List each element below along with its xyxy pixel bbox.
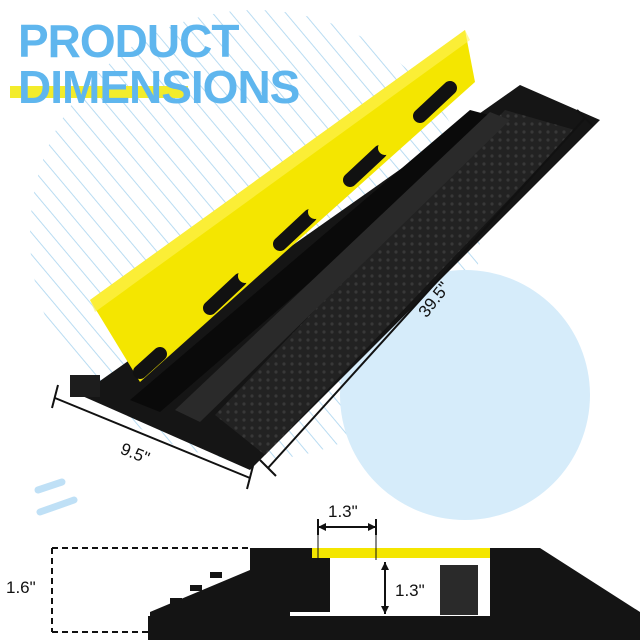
blue-disc <box>340 270 590 520</box>
channel-height-label: 1.3" <box>395 581 425 600</box>
title-line-2: DIMENSIONS <box>18 61 300 113</box>
title-line-1: PRODUCT <box>18 15 239 67</box>
title-underline <box>10 86 188 98</box>
height-dimension-label: 1.6" <box>6 578 36 597</box>
channel-width-label: 1.3" <box>328 502 358 521</box>
